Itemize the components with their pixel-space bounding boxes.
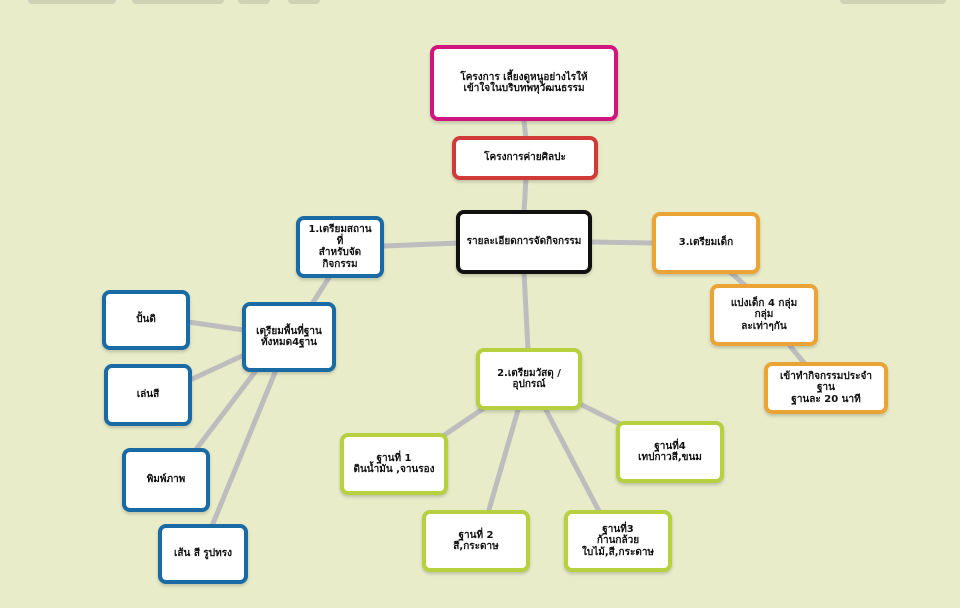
edge-stations-lines	[209, 367, 279, 529]
edge-split-rotate	[787, 343, 808, 367]
node-split-groups[interactable]: แบ่งเด็ก 4 กลุ่ม กลุ่ม ละเท่าๆกัน	[710, 284, 818, 346]
node-art-camp[interactable]: โครงการค่ายศิลปะ	[452, 136, 598, 180]
node-prepare-materials[interactable]: 2.เตรียมวัสดุ / อุปกรณ์	[476, 348, 582, 410]
toolbar-tab[interactable]	[288, 0, 320, 4]
node-project-title[interactable]: โครงการ เลี้ยงดูหนูอย่างไรให้เข้าใจในบริ…	[430, 45, 618, 121]
node-print[interactable]: พิมพ์ภาพ	[122, 448, 210, 512]
edge-stations-mold	[185, 319, 247, 333]
edge-stations-color	[187, 352, 247, 383]
node-station-2[interactable]: ฐานที่ 2 สี,กระดาษ	[422, 510, 530, 572]
edge-stations-print	[191, 365, 261, 455]
edge-materials-station2	[485, 407, 521, 516]
toolbar-tab[interactable]	[238, 0, 270, 4]
edge-details-venue	[381, 240, 461, 249]
node-rotate-stations[interactable]: เข้าทำกิจกรรมประจำฐาน ฐานละ 20 นาที	[764, 362, 888, 414]
toolbar-tab[interactable]	[132, 0, 224, 4]
node-mold[interactable]: ปั้นดิ	[102, 290, 190, 350]
edge-materials-station1	[437, 405, 487, 441]
toolbar-tab[interactable]	[28, 0, 116, 4]
node-prepare-kids[interactable]: 3.เตรียมเด็ก	[652, 212, 760, 274]
edge-camp-details	[521, 175, 529, 215]
edge-materials-station3	[543, 407, 603, 516]
node-prepare-venue[interactable]: 1.เตรียมสถานที่ สำหรับจัด กิจกรรม	[296, 216, 384, 278]
edge-details-kids	[587, 239, 657, 246]
node-station-4[interactable]: ฐานที่4 เทปกาวสี,ขนม	[616, 421, 724, 483]
node-activity-details[interactable]: รายละเอียดการจัดกิจกรรม	[456, 210, 592, 274]
edge-details-materials	[521, 269, 531, 353]
node-station-3[interactable]: ฐานที่3 ก้านกล้วย ใบไม้,สี,กระดาษ	[564, 510, 672, 572]
edge-materials-station4	[577, 401, 625, 428]
node-lines[interactable]: เส้น สี รูปทรง	[158, 524, 248, 584]
toolbar-tab[interactable]	[840, 0, 946, 4]
node-play-color[interactable]: เล่นสี	[104, 364, 192, 426]
node-station-1[interactable]: ฐานที่ 1 ดินน้ำมัน ,จานรอง	[340, 433, 448, 495]
top-toolbar-edge	[0, 0, 960, 6]
node-prepare-stations[interactable]: เตรียมพื้นที่ฐาน ทั้งหมด4ฐาน	[242, 302, 336, 372]
edge-kids-split	[727, 269, 749, 289]
edge-venue-stations	[309, 273, 333, 307]
